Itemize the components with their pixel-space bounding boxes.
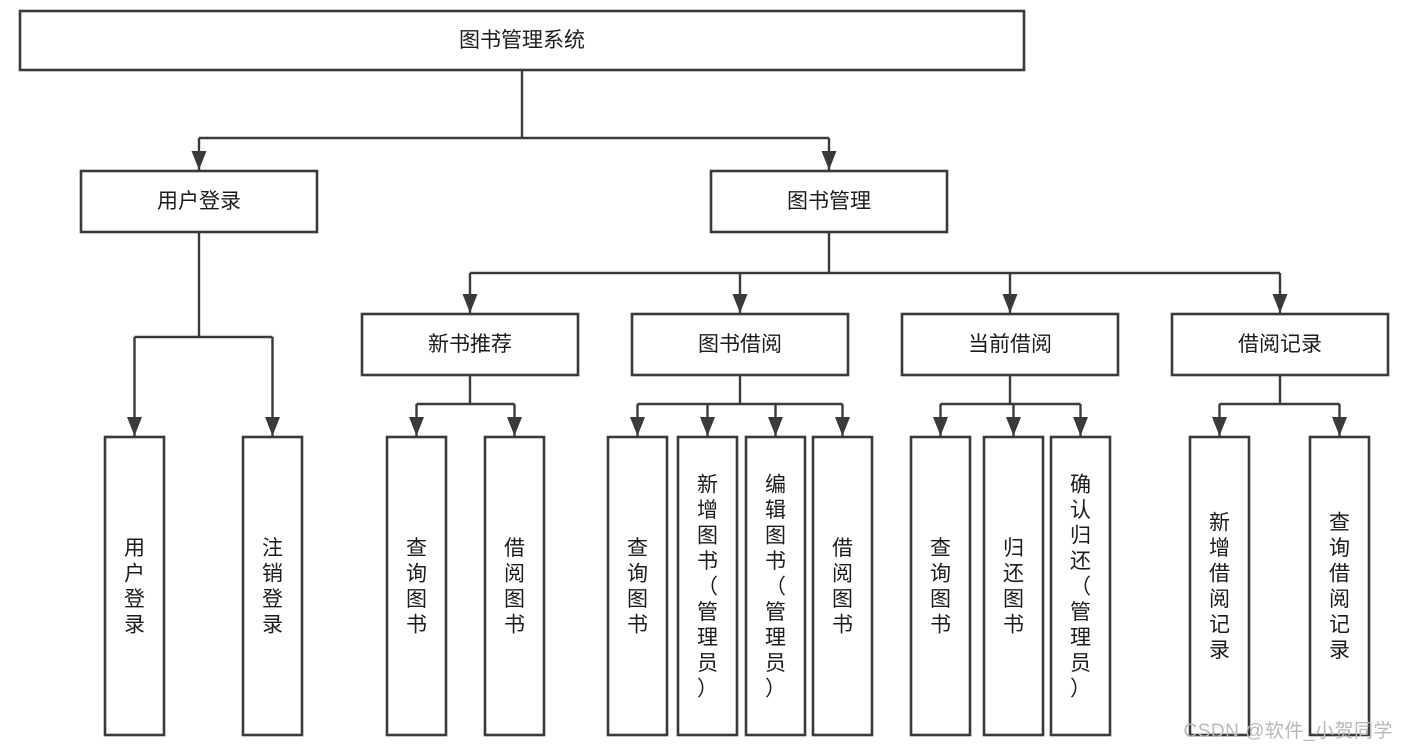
node-label-leaf-query-book-bor: 查询图书 [627,537,648,637]
arrow-head-icon-book-manage [821,151,837,170]
node-box-leaf-query-book-bor [606,435,669,737]
node-box-user-login [79,169,319,234]
node-new-book-recommend[interactable]: 新书推荐 [360,312,580,377]
connector-layer [127,70,1347,436]
arrow-head-icon-leaf-borrow-book-rec [507,417,522,436]
node-box-leaf-edit-book [744,435,807,737]
node-label-book-borrow: 图书借阅 [698,333,782,356]
arrow-head-icon-book-borrow [732,294,748,313]
node-label-leaf-query-book-cur: 查询图书 [930,537,951,637]
node-leaf-logout-login[interactable]: 注销登录 [241,435,304,737]
node-leaf-edit-book[interactable]: 编辑图书（管理员） [744,435,807,737]
node-box-leaf-query-book-cur [909,435,972,737]
node-user-login[interactable]: 用户登录 [79,169,319,234]
node-leaf-borrow-book-bor[interactable]: 借阅图书 [811,435,874,737]
node-box-new-book-recommend [360,312,580,377]
node-label-root: 图书管理系统 [459,29,585,52]
node-leaf-return-book[interactable]: 归还图书 [982,435,1045,737]
arrow-head-icon-borrow-record [1272,294,1288,313]
node-label-leaf-return-book: 归还图书 [1003,537,1024,637]
node-box-leaf-return-book [982,435,1045,737]
arrow-head-icon-leaf-edit-book [768,417,783,436]
node-label-new-book-recommend: 新书推荐 [428,333,512,356]
node-leaf-add-record[interactable]: 新增借阅记录 [1188,435,1251,737]
node-label-leaf-logout-login: 注销登录 [262,537,283,637]
node-box-borrow-record [1170,312,1390,377]
arrow-head-icon-leaf-add-record [1212,417,1227,436]
node-box-leaf-borrow-book-rec [483,435,546,737]
node-book-borrow[interactable]: 图书借阅 [630,312,850,377]
arrow-head-icon-leaf-confirm-return [1073,417,1088,436]
node-label-leaf-query-book-rec: 查询图书 [406,537,427,637]
node-layer: 图书管理系统用户登录图书管理新书推荐图书借阅当前借阅借阅记录用户登录注销登录查询… [18,9,1390,737]
node-label-leaf-user-login: 用户登录 [124,537,145,637]
node-box-leaf-user-login [103,435,166,737]
arrow-head-icon-leaf-query-book-bor [630,417,645,436]
node-label-leaf-add-record: 新增借阅记录 [1209,512,1230,663]
node-label-leaf-edit-book: 编辑图书（管理员） [765,473,786,700]
node-box-leaf-add-book [676,435,739,737]
node-box-leaf-query-book-rec [385,435,448,737]
node-root[interactable]: 图书管理系统 [18,9,1026,72]
node-borrow-record[interactable]: 借阅记录 [1170,312,1390,377]
node-label-leaf-borrow-book-rec: 借阅图书 [504,537,525,637]
arrow-head-icon-leaf-borrow-book-bor [835,417,850,436]
node-label-leaf-query-record: 查询借阅记录 [1329,512,1350,663]
node-label-leaf-borrow-book-bor: 借阅图书 [832,537,853,637]
node-label-book-manage: 图书管理 [787,190,871,213]
arrow-head-icon-user-login [191,151,207,170]
watermark-text: CSDN @软件_小贺同学 [1183,721,1393,742]
node-current-borrow[interactable]: 当前借阅 [900,312,1120,377]
node-leaf-query-record[interactable]: 查询借阅记录 [1308,435,1371,737]
node-label-borrow-record: 借阅记录 [1238,333,1322,356]
node-leaf-confirm-return[interactable]: 确认归还（管理员） [1049,435,1112,737]
arrow-head-icon-new-book-recommend [462,294,478,313]
node-leaf-user-login[interactable]: 用户登录 [103,435,166,737]
node-label-leaf-add-book: 新增图书（管理员） [697,473,718,700]
node-leaf-borrow-book-rec[interactable]: 借阅图书 [483,435,546,737]
arrow-head-icon-leaf-query-record [1332,417,1347,436]
node-box-current-borrow [900,312,1120,377]
node-box-leaf-add-record [1188,435,1251,737]
node-box-book-borrow [630,312,850,377]
node-box-root [18,9,1026,72]
node-box-leaf-query-record [1308,435,1371,737]
node-label-current-borrow: 当前借阅 [968,333,1052,356]
node-box-leaf-borrow-book-bor [811,435,874,737]
node-leaf-query-book-bor[interactable]: 查询图书 [606,435,669,737]
arrow-head-icon-leaf-logout-login [265,417,280,436]
node-leaf-query-book-cur[interactable]: 查询图书 [909,435,972,737]
arrow-head-icon-leaf-query-book-cur [933,417,948,436]
node-leaf-query-book-rec[interactable]: 查询图书 [385,435,448,737]
node-box-book-manage [709,169,949,234]
node-label-user-login: 用户登录 [157,190,241,213]
arrow-head-icon-leaf-query-book-rec [409,417,424,436]
node-box-leaf-confirm-return [1049,435,1112,737]
node-label-leaf-confirm-return: 确认归还（管理员） [1070,473,1091,700]
arrow-head-icon-leaf-add-book [700,417,715,436]
arrow-head-icon-current-borrow [1002,294,1018,313]
arrow-head-icon-leaf-return-book [1006,417,1021,436]
node-box-leaf-logout-login [241,435,304,737]
node-book-manage[interactable]: 图书管理 [709,169,949,234]
arrow-head-icon-leaf-user-login [127,417,142,436]
node-leaf-add-book[interactable]: 新增图书（管理员） [676,435,739,737]
